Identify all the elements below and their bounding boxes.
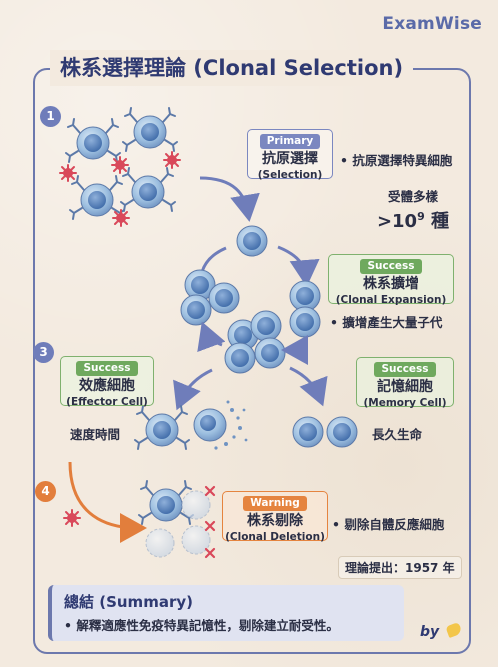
effector-main: 效應細胞 — [79, 378, 135, 394]
effector-arrow — [173, 368, 213, 411]
effector-cells — [134, 400, 248, 450]
step-3-badge: 3 — [33, 342, 54, 363]
memory-main: 記憶細胞 — [377, 379, 433, 395]
self-antigen — [63, 509, 81, 527]
memory-cells — [292, 416, 358, 448]
selection-note: • 抗原選擇特異細胞 — [340, 153, 453, 168]
memory-note: 長久生命 — [372, 427, 423, 442]
diversity-exp: 9 — [417, 210, 425, 223]
step-4-badge: 4 — [35, 481, 56, 502]
memory-arrow — [289, 366, 328, 407]
effector-sub: (Effector Cell) — [66, 396, 148, 408]
step-1-badge: 1 — [40, 106, 61, 127]
page-title: 株系選擇理論 (Clonal Selection) — [50, 50, 414, 86]
memory-tag: Success 記憶細胞 (Memory Cell) — [356, 357, 454, 409]
author-credit: by — [420, 621, 463, 640]
expansion-arrow-left — [200, 246, 227, 273]
effector-note: 速度時間 — [70, 427, 121, 442]
expansion-main: 株系擴增 — [363, 276, 419, 292]
expansion-note: • 擴增產生大量子代 — [330, 315, 443, 330]
summary-box: 總結 (Summary) • 解釋適應性免疫特異記憶性，剔除建立耐受性。 — [48, 585, 404, 641]
deletion-pill: Warning — [243, 496, 307, 511]
primary-sub: (Selection) — [257, 169, 323, 181]
deletion-note: • 剔除自體反應細胞 — [332, 517, 445, 532]
deletion-main: 株系剔除 — [247, 513, 303, 529]
effector-pill: Success — [76, 361, 138, 376]
naive-b-cell-cluster — [59, 107, 181, 227]
diversity-prefix: >10 — [376, 211, 418, 232]
primary-selection-tag: Primary 抗原選擇 (Selection) — [247, 129, 333, 181]
deleted-cells — [138, 480, 216, 559]
author-credit-label: by — [420, 624, 440, 640]
banana-icon — [445, 621, 463, 639]
primary-main: 抗原選擇 — [262, 151, 318, 167]
summary-body: • 解釋適應性免疫特異記憶性，剔除建立耐受性。 — [64, 618, 339, 633]
diversity-stat: 受體多樣 >109 種 — [372, 186, 454, 233]
memory-pill: Success — [374, 362, 436, 377]
memory-sub: (Memory Cell) — [363, 397, 447, 409]
diversity-label: 受體多樣 — [387, 189, 438, 204]
expansion-sub: (Clonal Expansion) — [335, 294, 447, 306]
diversity-suffix: 種 — [424, 211, 450, 232]
year-note: 理論提出：1957 年 — [338, 556, 462, 579]
brand-logo: ExamWise — [382, 14, 482, 34]
deletion-sub: (Clonal Deletion) — [225, 531, 325, 543]
effector-tag: Success 效應細胞 (Effector Cell) — [60, 356, 154, 408]
expansion-pill: Success — [360, 259, 422, 274]
expanded-clone-cells — [180, 269, 321, 374]
expansion-arrow-right — [277, 245, 320, 287]
summary-heading: 總結 (Summary) — [64, 593, 193, 611]
selection-arrow — [199, 176, 260, 222]
deletion-arrow — [68, 461, 147, 543]
deletion-tag: Warning 株系剔除 (Clonal Deletion) — [222, 491, 328, 543]
expansion-tag: Success 株系擴增 (Clonal Expansion) — [328, 254, 454, 306]
primary-pill: Primary — [259, 134, 321, 149]
selected-cell — [236, 225, 268, 257]
